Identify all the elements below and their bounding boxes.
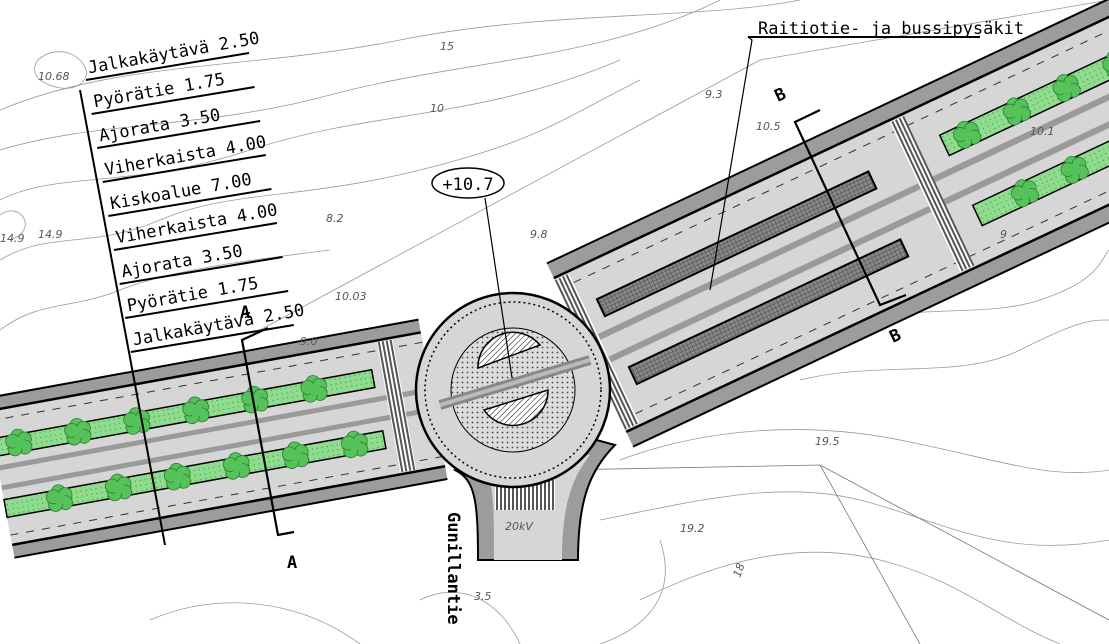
- svg-text:9: 9: [1000, 228, 1007, 241]
- cross-section-rule: [85, 52, 250, 81]
- tree-center: [1068, 163, 1081, 176]
- cross-section-rule: [97, 120, 261, 149]
- tree-crown: [1102, 56, 1109, 72]
- tree-icon: [1102, 50, 1109, 79]
- road-west: [0, 318, 448, 559]
- tree-center: [348, 439, 361, 452]
- svg-text:20kV: 20kV: [505, 520, 534, 533]
- tree-icon: [1010, 179, 1040, 208]
- cross-section-rule: [91, 86, 255, 115]
- svg-text:10.03: 10.03: [335, 290, 367, 303]
- cross-section-rule: [119, 256, 283, 285]
- tree-icon: [182, 396, 210, 425]
- svg-text:8.2: 8.2: [326, 212, 344, 225]
- tram-bus-platform: [595, 170, 878, 318]
- crosswalk: [889, 116, 975, 273]
- tree-crown: [1106, 63, 1109, 79]
- tree-center: [230, 460, 243, 473]
- svg-text:9.8: 9.8: [530, 228, 548, 241]
- svg-text:9.0: 9.0: [300, 335, 318, 348]
- tree-icon: [340, 430, 369, 459]
- svg-text:18: 18: [731, 561, 748, 579]
- center-island-north: [477, 331, 542, 370]
- svg-text:10.5: 10.5: [756, 120, 781, 133]
- tree-center: [72, 426, 85, 439]
- tram-track: [1, 406, 436, 491]
- svg-text:10: 10: [430, 102, 444, 115]
- svg-text:10.1: 10.1: [1030, 125, 1055, 138]
- tree-icon: [104, 473, 132, 502]
- road-name-label: Gunillantie: [443, 512, 463, 625]
- tree-icon: [281, 441, 310, 469]
- tree-center: [289, 449, 302, 462]
- roundabout: [414, 291, 612, 489]
- svg-text:B: B: [772, 84, 790, 106]
- tree-icon: [1060, 155, 1089, 184]
- stops-heading: Raitiotie- ja bussipysäkit: [709, 19, 1024, 291]
- lane-dash: [558, 7, 1109, 290]
- svg-text:14.9: 14.9: [38, 228, 63, 241]
- tram-track: [0, 387, 432, 471]
- svg-text:19.2: 19.2: [680, 522, 705, 535]
- cross-section-label: Ajorata 3.50: [97, 105, 221, 146]
- cross-section-rule: [102, 154, 266, 183]
- tree-icon: [222, 452, 250, 480]
- tree-center: [190, 404, 203, 417]
- tree-icon: [5, 428, 33, 457]
- tree-center: [1060, 81, 1073, 94]
- contour-labels: 15 10 10.68 9.3 10.5 8.2 9.8 14.9 14.9 1…: [0, 40, 1055, 603]
- crosswalk: [376, 339, 417, 473]
- tree-center: [1018, 187, 1031, 200]
- tree-center: [1010, 105, 1023, 118]
- tree-icon: [1002, 97, 1031, 126]
- svg-text:A: A: [287, 553, 297, 573]
- tree-icon: [123, 407, 151, 435]
- svg-text:3.5: 3.5: [474, 590, 492, 603]
- elevation-callout: +10.7: [431, 167, 513, 379]
- svg-text:15: 15: [440, 40, 454, 53]
- tree-icon: [64, 418, 92, 446]
- road-outer-line: [632, 164, 1109, 448]
- tree-center: [961, 128, 974, 141]
- tree-icon: [1052, 74, 1081, 102]
- tree-center: [308, 383, 321, 396]
- tree-icon: [45, 484, 73, 512]
- cross-section-rule: [113, 222, 278, 251]
- road-edge-line: [11, 465, 446, 547]
- center-island-south: [482, 388, 549, 427]
- section-marker-a: A A: [240, 303, 297, 573]
- road-east: [546, 0, 1109, 448]
- road-outer-line: [546, 0, 1109, 265]
- svg-text:B: B: [887, 325, 905, 347]
- road-edge-line: [0, 331, 421, 413]
- tree-center: [131, 415, 144, 428]
- svg-text:Raitiotie- ja bussipysäkit: Raitiotie- ja bussipysäkit: [758, 19, 1024, 39]
- road-outer-line: [0, 318, 419, 400]
- svg-text:14.9: 14.9: [0, 232, 25, 245]
- road-edge-line: [553, 0, 1109, 280]
- tree-center: [171, 471, 184, 484]
- cross-section-label: Jalkakäytävä 2.50: [86, 28, 261, 78]
- tram-track: [593, 82, 1109, 370]
- tree-center: [13, 437, 26, 450]
- cross-section-rule: [108, 188, 272, 217]
- road-edge-line: [625, 149, 1109, 434]
- svg-text:9.3: 9.3: [705, 88, 723, 101]
- svg-text:A: A: [240, 303, 250, 323]
- tree-icon: [300, 375, 328, 403]
- cross-section-label: Ajorata 3.50: [120, 241, 244, 282]
- tree-icon: [163, 462, 191, 491]
- tram-track: [583, 59, 1109, 347]
- tree-center: [53, 492, 66, 505]
- tree-icon: [952, 120, 982, 149]
- road-outer-line: [14, 478, 448, 559]
- svg-text:10.68: 10.68: [38, 70, 70, 83]
- svg-text:+10.7: +10.7: [442, 175, 493, 195]
- cross-section-rule: [125, 290, 289, 319]
- tree-center: [112, 481, 125, 494]
- svg-text:19.5: 19.5: [815, 435, 840, 448]
- tram-bus-platform: [627, 238, 910, 386]
